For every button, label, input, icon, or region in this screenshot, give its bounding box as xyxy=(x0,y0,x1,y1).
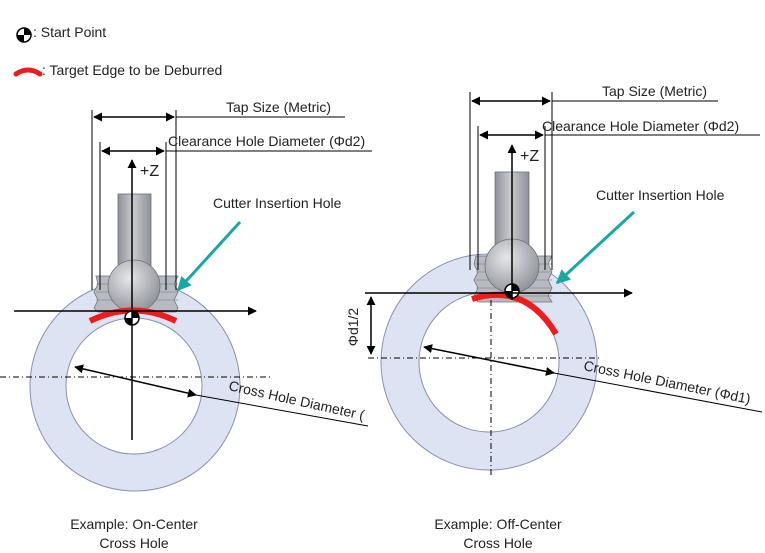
clearance-label: Clearance Hole Diameter (Φd2) xyxy=(542,118,739,134)
right-diagram: +Z Φd1/2 Tap Size (Metric) Clearance Hol… xyxy=(345,83,763,551)
cutter-hole-arrow xyxy=(555,210,636,285)
z-axis-label: +Z xyxy=(140,163,159,180)
target-edge-arc xyxy=(471,291,559,336)
cutter-hole-arrow xyxy=(176,220,242,292)
start-point-icon xyxy=(16,27,32,43)
cross-hole-label: Cross Hole Diameter (Φd1) xyxy=(582,357,752,407)
caption-line-2: Cross Hole xyxy=(463,535,532,551)
target-edge-label: : Target Edge to be Deburred xyxy=(42,62,222,78)
offset-label: Φd1/2 xyxy=(345,308,361,347)
cutter-ball xyxy=(107,259,161,313)
cross-hole-ring xyxy=(29,280,241,492)
cutter-hole-label: Cutter Insertion Hole xyxy=(213,195,342,211)
cross-hole-dim xyxy=(74,364,197,398)
caption-line-1: Example: On-Center xyxy=(70,516,198,532)
cross-hole-dim xyxy=(423,344,555,376)
legend: : Start Point : Target Edge to be Deburr… xyxy=(13,24,222,78)
cross-hole-leader xyxy=(553,372,763,413)
tap-size-label: Tap Size (Metric) xyxy=(602,83,707,99)
clearance-label: Clearance Hole Diameter (Φd2) xyxy=(168,133,365,149)
tap-size-label: Tap Size (Metric) xyxy=(226,99,331,115)
target-edge-icon xyxy=(13,67,43,77)
caption-line-2: Cross Hole xyxy=(99,535,168,551)
cross-hole-leader xyxy=(195,394,369,427)
z-axis-label: +Z xyxy=(520,148,539,165)
left-diagram: +Z Tap Size (Metric) Clearance Hole Diam… xyxy=(0,99,372,551)
caption-line-1: Example: Off-Center xyxy=(434,516,562,532)
cutter-hole-label: Cutter Insertion Hole xyxy=(596,187,725,203)
cross-hole-label: Cross Hole Diameter ( xyxy=(227,377,366,423)
start-point-label: : Start Point xyxy=(33,24,106,40)
